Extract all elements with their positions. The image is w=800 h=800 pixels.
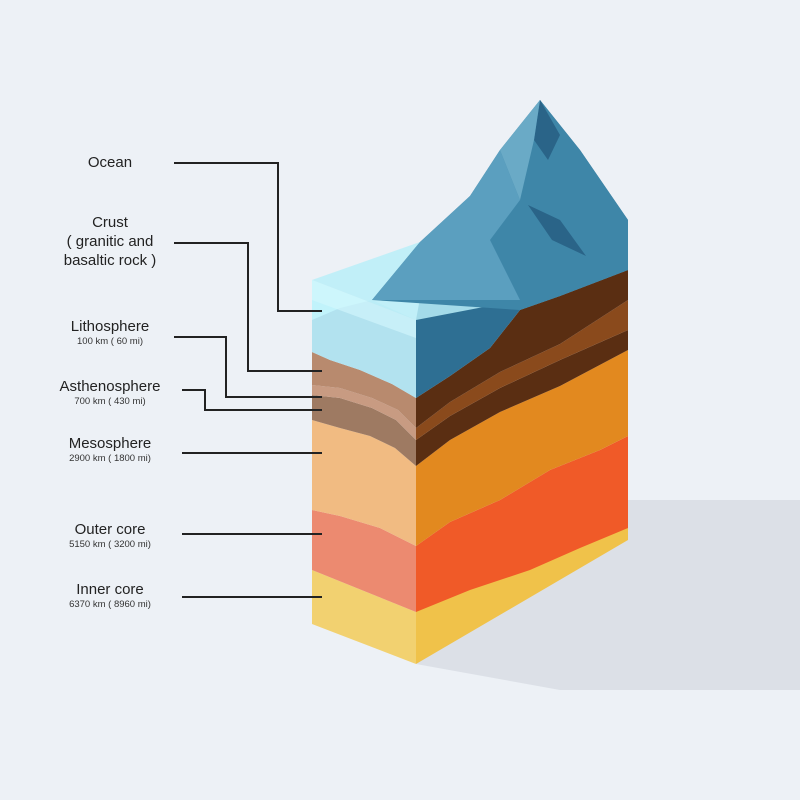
mountain-light-facet: [372, 150, 520, 300]
right-outer-core: [416, 436, 628, 612]
left-face: [312, 280, 416, 664]
mountain-peak-light: [500, 100, 540, 200]
label-inner-core-name: Inner core: [76, 581, 144, 598]
leader-line-lithosphere: [174, 336, 322, 398]
label-inner-core: Inner core 6370 km ( 8960 mi): [40, 580, 180, 611]
label-ocean-name: Ocean: [87, 154, 133, 171]
leader-line-ocean: [174, 162, 322, 312]
right-asthenosphere: [416, 330, 628, 466]
left-mesosphere: [312, 420, 416, 546]
label-crust-name: Crust: [92, 214, 128, 231]
right-mesosphere: [416, 350, 628, 546]
label-crust-line-2: ( granitic and: [66, 233, 154, 250]
leader-lines: [174, 162, 322, 598]
label-inner-core-depth: 6370 km ( 8960 mi): [69, 599, 151, 610]
left-asthenosphere: [312, 395, 416, 466]
right-face: [416, 100, 628, 664]
left-inner-core: [312, 570, 416, 664]
right-stripe: [416, 300, 628, 440]
mountain-shadow-facet-1: [534, 100, 560, 160]
leader-line-asthenosphere: [182, 389, 322, 411]
label-asthenosphere-depth: 700 km ( 430 mi): [74, 396, 146, 407]
label-asthenosphere-name: Asthenosphere: [59, 378, 161, 395]
ocean-front-highlight: [312, 280, 416, 338]
block-shadow: [416, 500, 800, 690]
label-mesosphere-name: Mesosphere: [68, 435, 152, 452]
label-mesosphere-depth: 2900 km ( 1800 mi): [69, 453, 151, 464]
label-outer-core-depth: 5150 km ( 3200 mi): [69, 539, 151, 550]
leader-line-crust: [174, 242, 322, 372]
left-outer-core: [312, 510, 416, 612]
mountain-shadow-facet-2: [528, 205, 586, 256]
label-outer-core-name: Outer core: [74, 521, 146, 538]
label-crust-line-3: basaltic rock ): [63, 252, 157, 269]
label-lithosphere: Lithosphere 100 km ( 60 mi): [40, 317, 180, 348]
label-outer-core: Outer core 5150 km ( 3200 mi): [40, 520, 180, 551]
label-ocean: Ocean: [40, 153, 180, 172]
label-mesosphere: Mesosphere 2900 km ( 1800 mi): [40, 434, 180, 465]
label-lithosphere-depth: 100 km ( 60 mi): [77, 336, 143, 347]
label-asthenosphere: Asthenosphere 700 km ( 430 mi): [40, 377, 180, 408]
mountain: [372, 100, 628, 310]
label-crust: Crust ( granitic and basaltic rock ): [40, 213, 180, 270]
right-lithosphere: [416, 270, 628, 428]
left-stripe: [312, 385, 416, 440]
label-lithosphere-name: Lithosphere: [70, 318, 150, 335]
left-lithosphere: [312, 352, 416, 428]
